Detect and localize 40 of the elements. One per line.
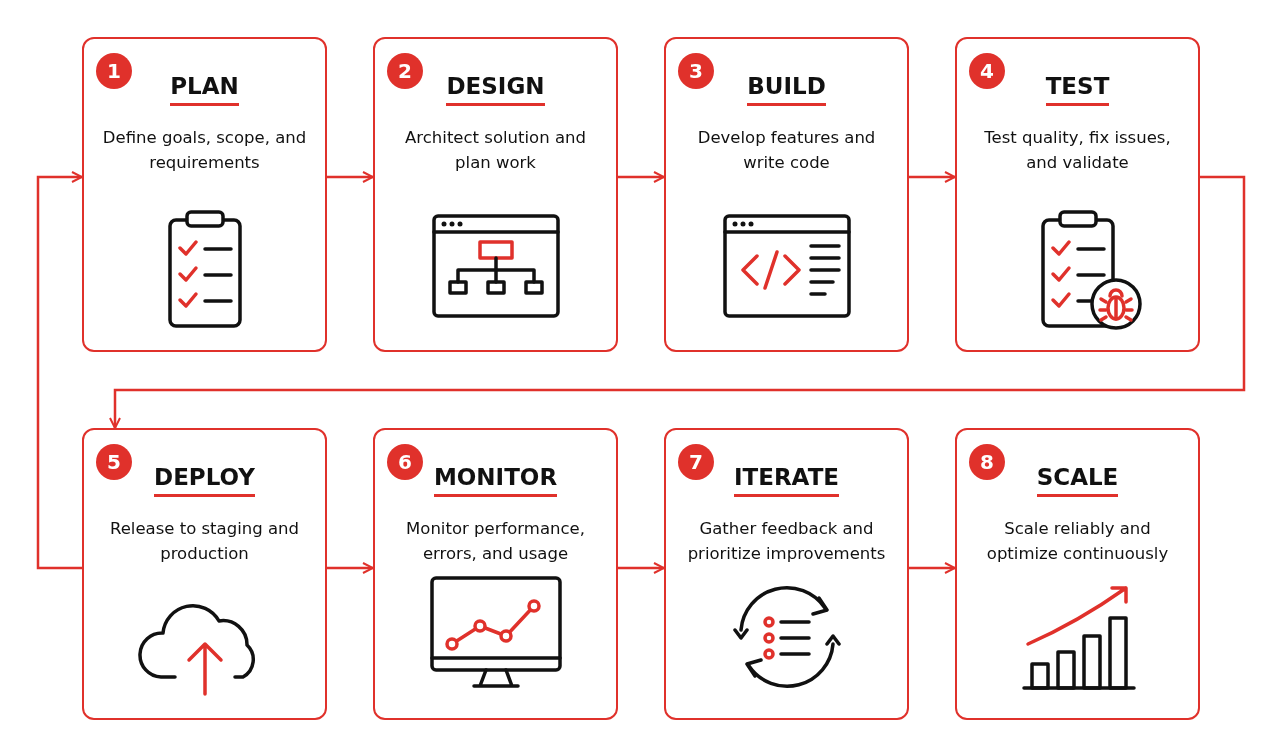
step-number-badge: 4: [969, 53, 1005, 89]
step-number-badge: 3: [678, 53, 714, 89]
step-description: Develop features and write code: [696, 127, 877, 174]
step-title: DEPLOY: [154, 464, 255, 497]
step-description: Architect solution and plan work: [404, 127, 587, 174]
step-number-badge: 5: [96, 444, 132, 480]
arrow: [36, 171, 83, 570]
step-card: [373, 428, 618, 720]
step-number-badge: 7: [678, 444, 714, 480]
arrow: [109, 175, 1246, 429]
arrow: [909, 562, 956, 574]
step-title: MONITOR: [433, 464, 558, 497]
step-card: [82, 428, 327, 720]
step-description: Define goals, scope, and requirements: [101, 127, 308, 174]
step-card: [955, 37, 1200, 352]
step-title: BUILD: [747, 73, 826, 106]
arrow: [909, 171, 956, 183]
arrow: [327, 171, 374, 183]
step-description: Scale reliably and optimize continuously: [985, 518, 1170, 565]
step-card: [955, 428, 1200, 720]
arrow: [327, 562, 374, 574]
step-description: Test quality, fix issues, and validate: [983, 127, 1172, 174]
step-number-badge: 6: [387, 444, 423, 480]
step-card: [664, 428, 909, 720]
step-number-badge: 2: [387, 53, 423, 89]
step-title: SCALE: [1036, 464, 1119, 497]
arrow: [618, 562, 665, 574]
step-title: TEST: [1045, 73, 1110, 106]
step-description: Gather feedback and prioritize improvements: [686, 518, 887, 565]
step-card: [373, 37, 618, 352]
step-title: PLAN: [170, 73, 239, 106]
step-description: Release to staging and production: [109, 518, 300, 565]
step-title: ITERATE: [733, 464, 840, 497]
step-card: [82, 37, 327, 352]
arrow: [618, 171, 665, 183]
step-description: Monitor performance, errors, and usage: [405, 518, 586, 565]
step-card: [664, 37, 909, 352]
step-number-badge: 1: [96, 53, 132, 89]
step-title: DESIGN: [446, 73, 545, 106]
step-number-badge: 8: [969, 444, 1005, 480]
